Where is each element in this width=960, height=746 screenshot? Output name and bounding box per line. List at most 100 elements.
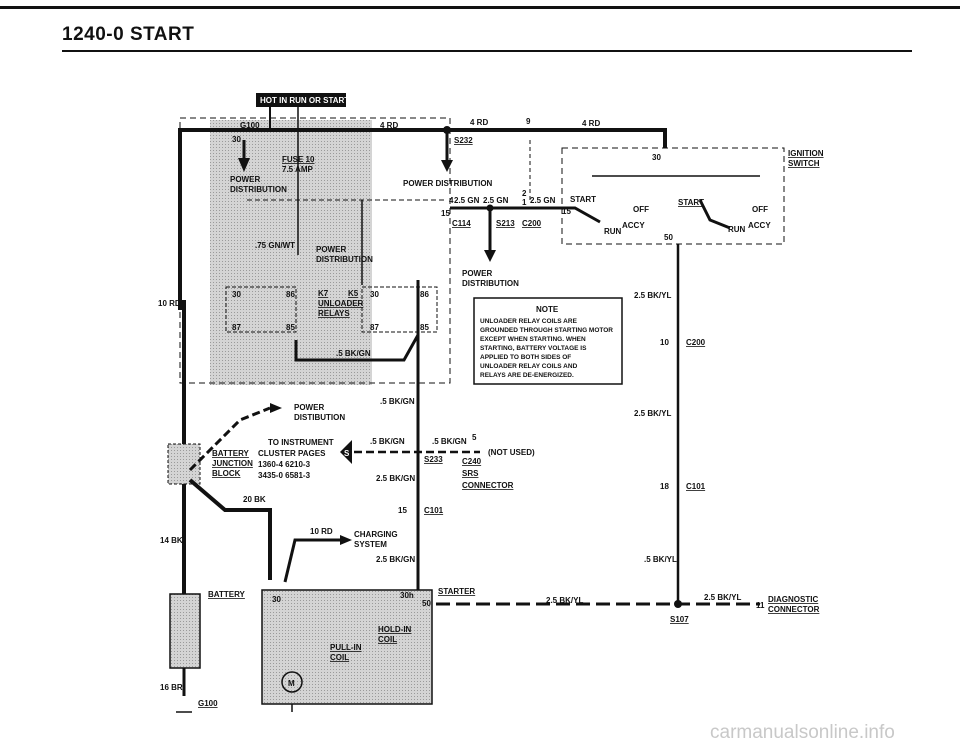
label-g100-top: G100	[240, 121, 260, 130]
label-run2: RUN	[728, 225, 746, 234]
ignition-switch-box	[561, 147, 785, 245]
label-gn2: 2.5 GN	[483, 196, 509, 205]
label-ign-15: 15	[562, 207, 571, 216]
label-14bk: 14 BK	[160, 536, 183, 545]
label-off1: OFF	[633, 205, 649, 214]
relay-pin: 87	[232, 323, 241, 332]
label-fuse10: FUSE 10	[282, 155, 315, 164]
label-battery-j: BATTERY	[212, 449, 250, 458]
label-unloader: UNLOADER	[318, 299, 364, 308]
label-starter-50: 50	[422, 599, 431, 608]
note-line: STARTING, BATTERY VOLTAGE IS	[480, 345, 587, 352]
label-accy1: ACCY	[622, 221, 645, 230]
label-motor: M	[288, 679, 295, 688]
label-bkyl1: 2.5 BK/YL	[634, 291, 671, 300]
label-diag-connector: CONNECTOR	[768, 605, 820, 614]
label-junction: JUNCTION	[212, 459, 253, 468]
starter-box	[261, 589, 433, 705]
relay-pin: 87	[370, 323, 379, 332]
label-k5: K5	[348, 289, 359, 298]
label-bkgn-relay: .5 BK/GN	[336, 349, 371, 358]
label-9: 9	[526, 117, 531, 126]
label-5: 5	[472, 433, 477, 442]
label-distribution: DISTRIBUTION	[230, 185, 287, 194]
label-bkyl2: 2.5 BK/YL	[634, 409, 671, 418]
wire-4rd	[178, 128, 667, 310]
label-pin30: 30	[232, 135, 241, 144]
label-ign-50: 50	[664, 233, 673, 242]
fuse-box-shade	[210, 120, 372, 385]
relay-pin: 86	[420, 290, 429, 299]
label-15b: 15	[398, 506, 407, 515]
relay-pin: 85	[420, 323, 429, 332]
label-power: POWER	[230, 175, 260, 184]
label-4rd-2: 4 RD	[470, 118, 488, 127]
label-off2: OFF	[752, 205, 768, 214]
note-line: UNLOADER RELAY COILS AND	[480, 363, 578, 370]
label-start1: START	[570, 195, 596, 204]
label-coil2: COIL	[330, 653, 349, 662]
label-pages2: 3435-0 6581-3	[258, 471, 311, 480]
label-16br: 16 BR	[160, 683, 183, 692]
label-15: 15	[441, 209, 450, 218]
note-line: EXCEPT WHEN STARTING. WHEN	[480, 336, 586, 343]
note-box	[473, 297, 623, 385]
title-rule	[62, 50, 912, 52]
label-gn3: 2.5 GN	[530, 196, 556, 205]
label-power3: POWER	[462, 269, 492, 278]
label-gn1: 2.5 GN	[454, 196, 480, 205]
label-not-used: (NOT USED)	[488, 448, 535, 457]
label-starter-30h: 30h	[400, 591, 414, 600]
label-power4: POWER	[294, 403, 324, 412]
label-c114: C114	[452, 219, 471, 228]
label-18: 18	[660, 482, 669, 491]
label-amp: 7.5 AMP	[282, 165, 313, 174]
relay-pin: 85	[286, 323, 295, 332]
top-rule	[0, 6, 960, 9]
label-run1: RUN	[604, 227, 622, 236]
note-line: GROUNDED THROUGH STARTING MOTOR	[480, 327, 613, 334]
note-line: UNLOADER RELAY COILS ARE	[480, 318, 578, 325]
label-switch: SWITCH	[788, 159, 820, 168]
label-diagnostic: DIAGNOSTIC	[768, 595, 818, 604]
label-bkgn3: .5 BK/GN	[432, 437, 467, 446]
label-srs: SRS	[462, 469, 479, 478]
label-distibution: DISTIBUTION	[294, 413, 345, 422]
label-bkgn1: .5 BK/GN	[380, 397, 415, 406]
label-battery: BATTERY	[208, 590, 246, 599]
label-accy2: ACCY	[748, 221, 771, 230]
label-to-instrument: TO INSTRUMENT	[268, 438, 334, 447]
hot-banner	[256, 93, 346, 107]
label-10rd: 10 RD	[158, 299, 181, 308]
relay-pin: 30	[232, 290, 241, 299]
page-title: 1240-0 START	[62, 24, 195, 45]
label-c200a: C200	[522, 219, 542, 228]
label-s233: S233	[424, 455, 443, 464]
label-power-dist: POWER DISTRIBUTION	[403, 179, 493, 188]
label-c101a: C101	[424, 506, 444, 515]
s-badge-shape	[340, 440, 352, 464]
hot-banner-text: HOT IN RUN OR START	[260, 96, 349, 105]
label-starter: STARTER	[438, 587, 475, 596]
label-charging: CHARGING	[354, 530, 398, 539]
note-title: NOTE	[536, 305, 559, 314]
label-gnwt: .75 GN/WT	[255, 241, 295, 250]
label-4: 4	[449, 196, 454, 205]
label-starter-30: 30	[272, 595, 281, 604]
label-1: 1	[522, 198, 527, 207]
label-20bk: 20 BK	[243, 495, 266, 504]
label-4rd-1: 4 RD	[380, 121, 398, 130]
note-line: RELAYS ARE DE-ENERGIZED.	[480, 372, 574, 379]
label-system: SYSTEM	[354, 540, 387, 549]
watermark: carmanualsonline.info	[710, 722, 895, 743]
label-g100-bottom: G100	[198, 699, 218, 708]
label-c200b: C200	[686, 338, 706, 347]
label-s232: S232	[454, 136, 473, 145]
label-s107: S107	[670, 615, 689, 624]
label-c101b: C101	[686, 482, 706, 491]
label-block: BLOCK	[212, 469, 241, 478]
fuse-box-outline	[179, 117, 451, 384]
label-11: 11	[756, 601, 765, 610]
label-coil1: COIL	[378, 635, 397, 644]
